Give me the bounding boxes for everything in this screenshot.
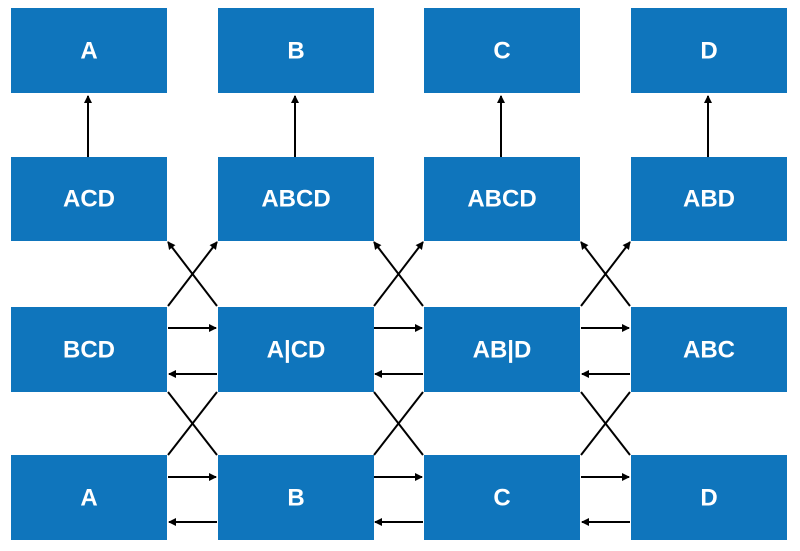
edge-cross-r3-r2-g3-b — [580, 241, 631, 307]
node-r1-c: C — [424, 8, 580, 93]
node-r1-a: A — [11, 8, 167, 93]
edge-cross-r4-r3-g2-b — [373, 391, 424, 456]
node-r2-abcd-2: ABCD — [424, 157, 580, 241]
node-r3-a-cd: A|CD — [218, 307, 374, 392]
node-r2-abcd-1: ABCD — [218, 157, 374, 241]
node-r2-abd: ABD — [631, 157, 787, 241]
node-label: A|CD — [267, 337, 326, 364]
node-label: C — [493, 485, 510, 512]
node-label: ABD — [683, 186, 735, 213]
node-label: D — [700, 485, 717, 512]
node-label: BCD — [63, 337, 115, 364]
node-r1-d: D — [631, 8, 787, 93]
node-label: D — [700, 38, 717, 65]
node-label: ACD — [63, 186, 115, 213]
node-label: C — [493, 38, 510, 65]
node-label: A — [80, 38, 97, 65]
node-label: B — [287, 485, 304, 512]
node-r4-b: B — [218, 455, 374, 540]
node-r4-d: D — [631, 455, 787, 540]
edge-cross-r3-r2-g1-b — [167, 241, 218, 307]
edge-cross-r3-r2-g2-b — [373, 241, 424, 307]
node-label: ABCD — [467, 186, 536, 213]
edges-layer — [84, 95, 712, 526]
node-label: AB|D — [473, 337, 532, 364]
node-r4-a: A — [11, 455, 167, 540]
edge-cross-r4-r3-g3-b — [580, 391, 631, 456]
node-label: A — [80, 485, 97, 512]
node-r1-b: B — [218, 8, 374, 93]
node-r3-abc: ABC — [631, 307, 787, 392]
node-label: B — [287, 38, 304, 65]
node-r4-c: C — [424, 455, 580, 540]
edge-cross-r4-r3-g1-b — [167, 391, 218, 456]
node-r2-acd: ACD — [11, 157, 167, 241]
node-r3-ab-d: AB|D — [424, 307, 580, 392]
node-label: ABCD — [261, 186, 330, 213]
node-r3-bcd: BCD — [11, 307, 167, 392]
node-label: ABC — [683, 337, 735, 364]
